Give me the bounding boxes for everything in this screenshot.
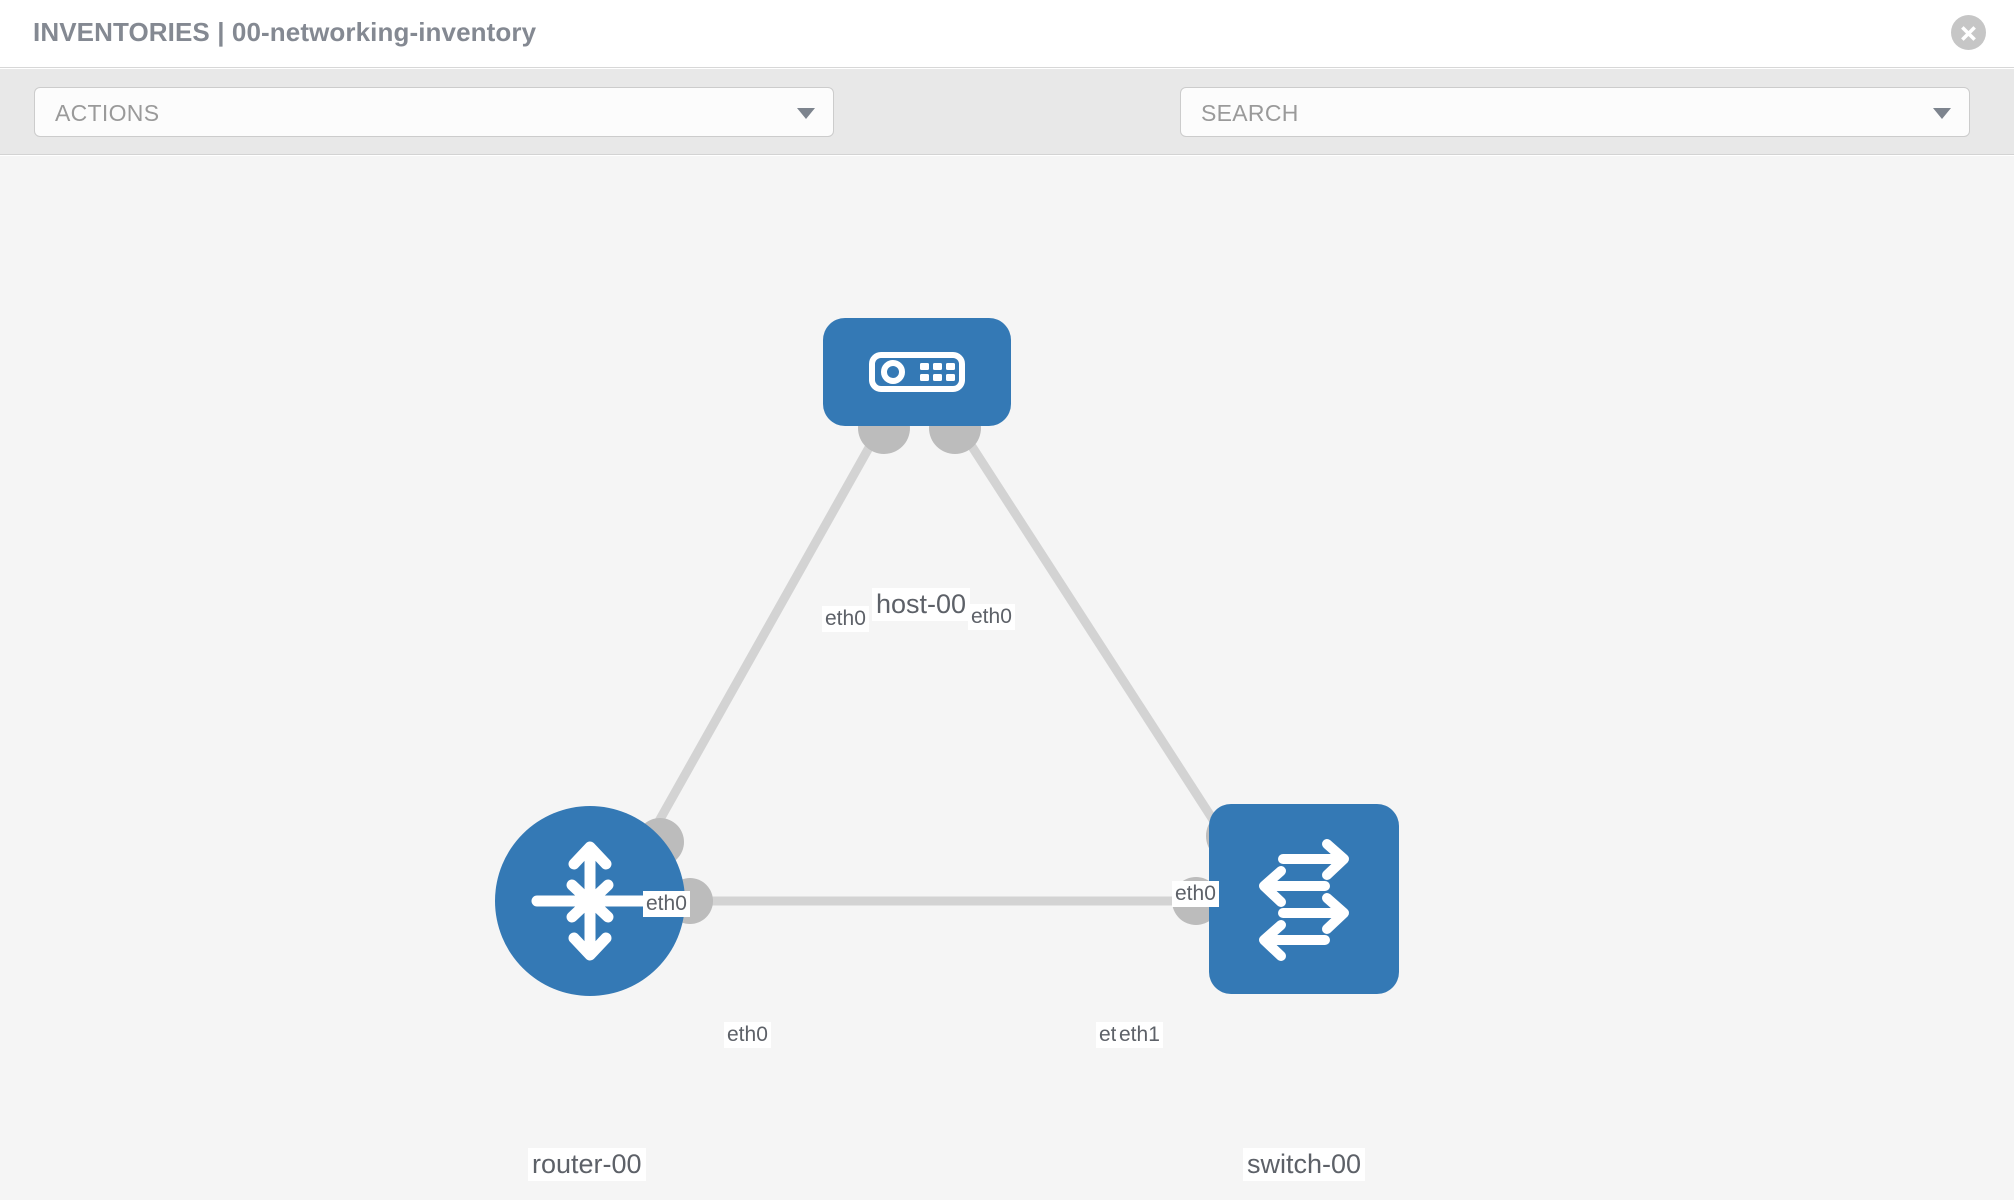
interface-label-router-right: eth0 (724, 1022, 771, 1048)
topology-links-layer (636, 402, 1258, 925)
node-label-router-00: router-00 (528, 1148, 646, 1181)
node-label-host-00: host-00 (872, 588, 971, 621)
actions-dropdown[interactable]: ACTIONS (34, 87, 834, 137)
router-arrows-icon (531, 841, 649, 961)
server-icon (869, 352, 965, 392)
link-host-router (641, 425, 884, 849)
interface-connectors (636, 402, 1258, 925)
close-icon[interactable] (1951, 15, 1986, 50)
switch-arrows-icon (1259, 839, 1349, 961)
chevron-down-icon[interactable] (1933, 108, 1951, 119)
interface-label-host-left: eth0 (822, 606, 869, 632)
chevron-down-icon (797, 108, 815, 119)
topology-canvas[interactable]: host-00 router-00 switch-00 eth0 eth0 et… (0, 156, 2014, 1200)
link-host-switch (956, 425, 1234, 849)
search-input[interactable]: SEARCH (1180, 87, 1970, 137)
interface-label-host-right: eth0 (968, 604, 1015, 630)
page-header: INVENTORIES | 00-networking-inventory (0, 0, 2014, 68)
node-host-00[interactable] (823, 318, 1011, 426)
node-switch-00[interactable] (1209, 804, 1399, 994)
interface-label-router-up: eth0 (643, 891, 690, 917)
search-placeholder: SEARCH (1201, 100, 1299, 126)
node-label-switch-00: switch-00 (1243, 1148, 1366, 1181)
interface-label-switch-left: eth1 (1116, 1022, 1163, 1048)
interface-label-switch-up: eth0 (1172, 881, 1219, 907)
toolbar: ACTIONS SEARCH (0, 69, 2014, 201)
actions-dropdown-label: ACTIONS (55, 100, 160, 126)
page-title: INVENTORIES | 00-networking-inventory (33, 17, 537, 47)
